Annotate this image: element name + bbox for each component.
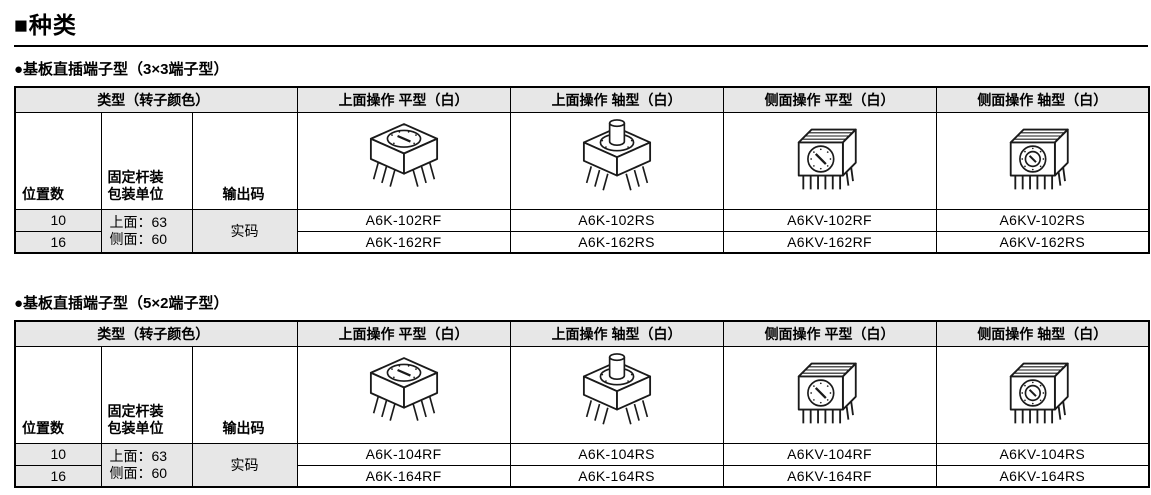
rotary-switch-top-shaft-icon [571,116,663,202]
col-header-top-flat: 上面操作 平型（白） [296,320,511,347]
model-number: A6K-162RS [509,230,724,254]
product-image-top-flat [296,345,511,444]
output-code-value: 实码 [191,442,298,488]
model-number: A6KV-164RF [722,464,937,488]
image-row: 位置数 固定杆装 包装单位 输出码 [14,111,1150,210]
position-count: 16 [14,464,102,488]
table-row: 16 A6K-164RF A6K-164RS A6KV-164RF A6KV-1… [14,464,1150,488]
position-count: 10 [14,442,102,466]
packing-unit-label: 固定杆装 包装单位 [100,345,193,444]
page-title: ■种类 [14,6,1148,47]
rotary-switch-top-flat-icon [358,350,450,436]
model-number: A6K-164RF [296,464,511,488]
model-number: A6KV-104RS [935,442,1150,466]
rotary-switch-side-flat-icon [784,350,876,436]
image-row: 位置数 固定杆装 包装单位 输出码 [14,345,1150,444]
product-image-side-flat [722,345,937,444]
product-image-top-shaft [509,345,724,444]
packing-unit-label: 固定杆装 包装单位 [100,111,193,210]
section-subtitle-5x2: ●基板直插端子型（5×2端子型） [14,295,229,312]
col-header-side-flat: 侧面操作 平型（白） [722,86,937,113]
model-number: A6K-104RS [509,442,724,466]
product-image-side-shaft [935,111,1150,210]
positions-label: 位置数 [14,345,102,444]
model-number: A6K-162RF [296,230,511,254]
model-number: A6KV-102RF [722,208,937,232]
packing-unit-value: 上面：63 侧面：60 [100,442,193,488]
output-code-label: 输出码 [191,111,298,210]
model-number: A6KV-162RS [935,230,1150,254]
rotary-switch-side-shaft-icon [996,350,1088,436]
product-image-top-shaft [509,111,724,210]
output-code-label: 输出码 [191,345,298,444]
model-number: A6K-102RF [296,208,511,232]
model-number: A6KV-104RF [722,442,937,466]
table-header-row: 类型（转子颜色） 上面操作 平型（白） 上面操作 轴型（白） 侧面操作 平型（白… [14,86,1150,113]
rotary-switch-side-flat-icon [784,116,876,202]
col-header-top-shaft: 上面操作 轴型（白） [509,86,724,113]
model-number: A6KV-164RS [935,464,1150,488]
position-count: 10 [14,208,102,232]
col-header-side-shaft: 侧面操作 轴型（白） [935,320,1150,347]
type-header: 类型（转子颜色） [14,86,298,113]
model-number: A6K-164RS [509,464,724,488]
rotary-switch-top-shaft-icon [571,350,663,436]
model-number: A6K-102RS [509,208,724,232]
rotary-switch-top-flat-icon [358,116,450,202]
col-header-top-shaft: 上面操作 轴型（白） [509,320,724,347]
table-row: 10 上面：63 侧面：60 实码 A6K-104RF A6K-104RS A6… [14,442,1150,488]
product-image-side-flat [722,111,937,210]
rotary-switch-side-shaft-icon [996,116,1088,202]
table-row: 10 上面：63 侧面：60 实码 A6K-102RF A6K-102RS A6… [14,208,1150,254]
col-header-side-flat: 侧面操作 平型（白） [722,320,937,347]
type-header: 类型（转子颜色） [14,320,298,347]
model-number: A6KV-162RF [722,230,937,254]
packing-unit-value: 上面：63 侧面：60 [100,208,193,254]
model-number: A6KV-102RS [935,208,1150,232]
table-row: 16 A6K-162RF A6K-162RS A6KV-162RF A6KV-1… [14,230,1150,254]
product-image-top-flat [296,111,511,210]
positions-label: 位置数 [14,111,102,210]
col-header-top-flat: 上面操作 平型（白） [296,86,511,113]
product-image-side-shaft [935,345,1150,444]
section-subtitle-3x3: ●基板直插端子型（3×3端子型） [14,61,229,78]
output-code-value: 实码 [191,208,298,254]
spec-table-3x3: 类型（转子颜色） 上面操作 平型（白） 上面操作 轴型（白） 侧面操作 平型（白… [14,86,1151,254]
position-count: 16 [14,230,102,254]
spec-table-5x2: 类型（转子颜色） 上面操作 平型（白） 上面操作 轴型（白） 侧面操作 平型（白… [14,320,1151,488]
col-header-side-shaft: 侧面操作 轴型（白） [935,86,1150,113]
table-header-row: 类型（转子颜色） 上面操作 平型（白） 上面操作 轴型（白） 侧面操作 平型（白… [14,320,1150,347]
model-number: A6K-104RF [296,442,511,466]
